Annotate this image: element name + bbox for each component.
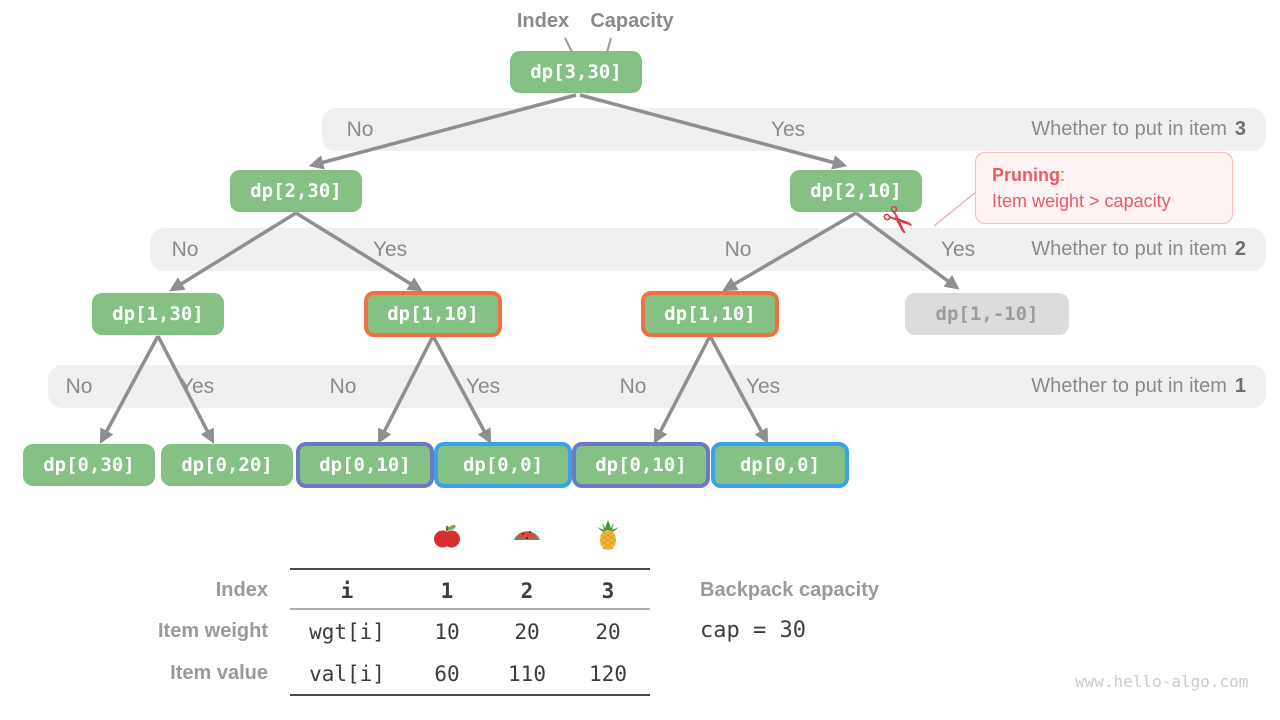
- table-cell-wgt-2: 20: [514, 620, 540, 644]
- branch-label-yes: Yes: [745, 374, 781, 398]
- backpack-capacity-code: cap = 30: [700, 618, 806, 643]
- table-cell-val-3: 120: [589, 662, 627, 686]
- index-pointer-label: Index: [516, 10, 570, 32]
- dp-node-0-10-purple: dp[0,10]: [572, 442, 710, 488]
- band-title-text: Whether to put in item: [1031, 375, 1227, 397]
- dp-node-1-30: dp[1,30]: [92, 293, 224, 335]
- band-title: Whether to put in item 2: [1031, 228, 1246, 271]
- branch-label-yes: Yes: [372, 237, 408, 261]
- pruning-connector-line: [933, 191, 977, 227]
- pruning-callout: Pruning: Item weight > capacity: [975, 152, 1233, 224]
- row-label-index: Index: [215, 579, 268, 601]
- band-item-number: 2: [1234, 238, 1246, 260]
- branch-label-no: No: [619, 374, 647, 398]
- branch-label-no: No: [346, 117, 374, 141]
- table-rule-bottom: [290, 694, 650, 696]
- dp-node-0-20: dp[0,20]: [161, 444, 293, 486]
- table-header-2: 2: [520, 579, 534, 603]
- decision-band-item-2: No Yes No Yes Whether to put in item 2: [150, 228, 1266, 271]
- pruning-title-line: Pruning:: [992, 162, 1216, 188]
- band-title: Whether to put in item 3: [1031, 108, 1246, 151]
- branch-label-no: No: [724, 237, 752, 261]
- dp-node-root: dp[3,30]: [510, 51, 642, 93]
- watermelon-icon: [514, 531, 540, 540]
- branch-label-no: No: [65, 374, 93, 398]
- table-cell-wgt-code: wgt[i]: [309, 620, 385, 644]
- dp-node-2-30: dp[2,30]: [230, 170, 362, 212]
- watermark: www.hello-algo.com: [1075, 672, 1249, 691]
- backpack-capacity-label: Backpack capacity: [700, 579, 880, 601]
- table-cell-wgt-3: 20: [595, 620, 621, 644]
- table-header-1: 1: [440, 579, 454, 603]
- band-title-text: Whether to put in item: [1031, 118, 1227, 140]
- dp-node-0-10-purple: dp[0,10]: [296, 442, 434, 488]
- branch-label-no: No: [171, 237, 199, 261]
- branch-label-yes: Yes: [770, 117, 806, 141]
- table-cell-val-code: val[i]: [309, 662, 385, 686]
- band-title: Whether to put in item 1: [1031, 365, 1246, 408]
- branch-label-no: No: [329, 374, 357, 398]
- band-title-text: Whether to put in item: [1031, 238, 1227, 260]
- branch-label-yes: Yes: [465, 374, 501, 398]
- table-rule-top: [290, 568, 650, 570]
- dp-node-1-neg10-pruned: dp[1,-10]: [905, 293, 1069, 335]
- decision-band-item-3: No Yes Whether to put in item 3: [322, 108, 1266, 151]
- pruning-title: Pruning: [992, 165, 1060, 185]
- apple-icon: [434, 525, 460, 548]
- table-header-i: i: [340, 579, 354, 603]
- dp-node-0-0-blue: dp[0,0]: [434, 442, 572, 488]
- dp-node-1-10-highlight: dp[1,10]: [641, 291, 779, 337]
- decision-band-item-1: No Yes No Yes No Yes Whether to put in i…: [48, 365, 1266, 408]
- table-rule-middle: [290, 608, 650, 610]
- dp-node-0-30: dp[0,30]: [23, 444, 155, 486]
- table-cell-wgt-1: 10: [434, 620, 460, 644]
- band-item-number: 3: [1234, 118, 1246, 140]
- pruning-colon: :: [1060, 165, 1066, 185]
- branch-label-yes: Yes: [940, 237, 976, 261]
- dp-node-0-0-blue: dp[0,0]: [711, 442, 849, 488]
- capacity-pointer-label: Capacity: [590, 10, 674, 32]
- pruning-reason: Item weight > capacity: [992, 191, 1171, 211]
- dp-node-1-10-highlight: dp[1,10]: [364, 291, 502, 337]
- branch-label-yes: Yes: [179, 374, 215, 398]
- table-header-3: 3: [601, 579, 615, 603]
- dp-node-2-10: dp[2,10]: [790, 170, 922, 212]
- row-label-item-weight: Item weight: [157, 620, 268, 642]
- band-item-number: 1: [1234, 375, 1246, 397]
- table-cell-val-1: 60: [434, 662, 460, 686]
- pineapple-icon: [597, 520, 619, 550]
- row-label-item-value: Item value: [170, 662, 268, 684]
- table-cell-val-2: 110: [508, 662, 546, 686]
